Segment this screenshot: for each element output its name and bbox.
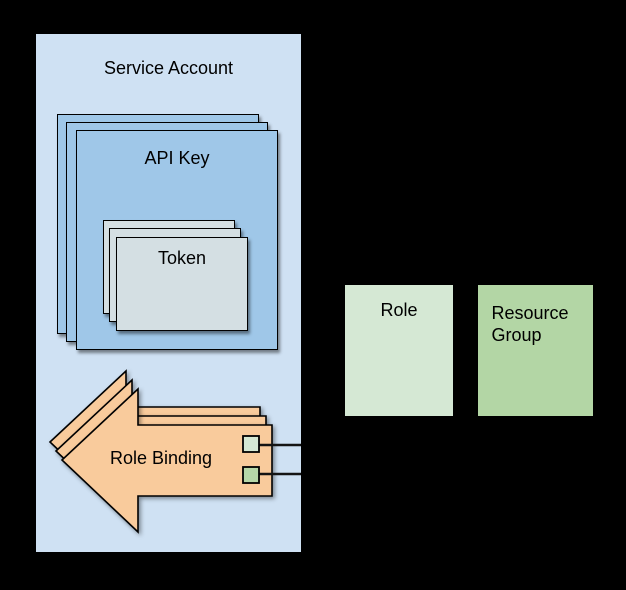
token-box-front: Token	[116, 237, 248, 331]
resource-group-box: Resource Group	[478, 285, 593, 416]
role-port-square	[242, 435, 260, 453]
service-account-label: Service Account	[103, 58, 234, 78]
role-binding-label: Role Binding	[109, 448, 213, 468]
resource-group-port-square	[242, 466, 260, 484]
token-label: Token	[157, 248, 207, 268]
resource-group-label: Resource Group	[491, 303, 569, 345]
api-key-label: API Key	[144, 148, 210, 168]
role-label: Role	[380, 300, 418, 320]
role-box: Role	[345, 285, 453, 416]
role-binding-arrow-front	[60, 387, 273, 534]
